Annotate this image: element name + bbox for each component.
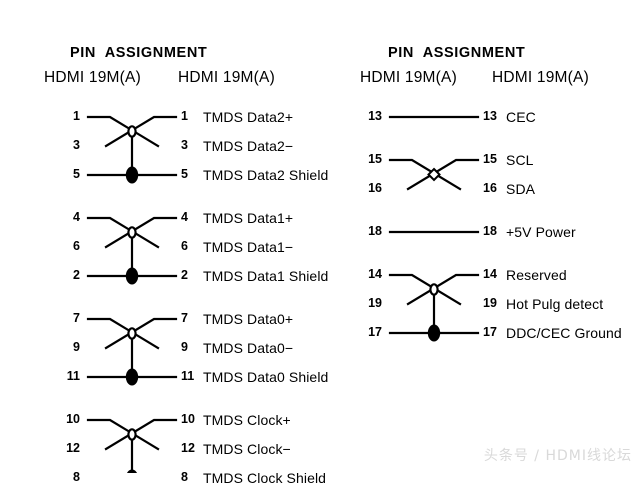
signal-label-tmds-data0-shield: TMDS Data0 Shield — [203, 369, 329, 385]
left-connector-label-source: HDMI 19M(A) — [44, 69, 141, 86]
pin-number-right-14: 14 — [483, 267, 497, 281]
pin-number-right-16: 16 — [483, 181, 497, 195]
pin-number-left-10: 10 — [66, 412, 80, 426]
watermark: 头条号 / HDMI线论坛 — [483, 448, 632, 464]
pin-number-left-16: 16 — [368, 181, 382, 195]
signal-label-ddc-cec-ground: DDC/CEC Ground — [506, 325, 622, 341]
pin-number-right-13: 13 — [483, 109, 497, 123]
signal-label-reserved: Reserved — [506, 267, 567, 283]
pin-number-left-6: 6 — [73, 239, 80, 253]
pin-number-right-5: 5 — [181, 167, 188, 181]
pin-number-left-7: 7 — [73, 311, 80, 325]
signal-label-tmds-data2-shield: TMDS Data2 Shield — [203, 167, 329, 183]
signal-label-sda: SDA — [506, 181, 536, 197]
signal-label-tmds-clock-shield: TMDS Clock Shield — [203, 470, 327, 486]
right-connector-label-source: HDMI 19M(A) — [360, 69, 457, 86]
pin-number-right-15: 15 — [483, 152, 497, 166]
pin-number-left-17: 17 — [368, 325, 382, 339]
pin-number-right-12: 12 — [181, 441, 195, 455]
signal-label-tmds-clock: TMDS Clock− — [203, 441, 291, 457]
right-section-title: PIN ASSIGNMENT — [388, 45, 526, 61]
signal-label-tmds-data2: TMDS Data2− — [203, 138, 294, 154]
pin-number-right-3: 3 — [181, 138, 188, 152]
pin-number-right-11: 11 — [181, 369, 195, 383]
left-connector-label-dest: HDMI 19M(A) — [178, 69, 275, 86]
pin-number-right-18: 18 — [483, 224, 497, 238]
pin-number-left-15: 15 — [368, 152, 382, 166]
signal-label-cec: CEC — [506, 109, 536, 125]
pin-number-right-19: 19 — [483, 296, 497, 310]
pin-number-right-9: 9 — [181, 340, 188, 354]
pin-number-left-11: 11 — [66, 369, 80, 383]
signal-label-tmds-data0: TMDS Data0− — [203, 340, 294, 356]
pin-number-right-4: 4 — [181, 210, 188, 224]
pin-number-right-1: 1 — [181, 109, 188, 123]
pin-number-left-14: 14 — [368, 267, 382, 281]
pin-number-right-17: 17 — [483, 325, 497, 339]
signal-label-hot-pulg-detect: Hot Pulg detect — [506, 296, 604, 312]
signal-label-tmds-data2: TMDS Data2+ — [203, 109, 294, 125]
hdmi-pin-assignment-diagram: PIN ASSIGNMENT HDMI 19M(A) HDMI 19M(A) P… — [44, 45, 632, 485]
pin-number-right-2: 2 — [181, 268, 188, 282]
pin-number-left-5: 5 — [73, 167, 80, 181]
pin-number-left-4: 4 — [73, 210, 80, 224]
signal-label-tmds-clock: TMDS Clock+ — [203, 412, 291, 428]
pin-number-left-19: 19 — [368, 296, 382, 310]
pin-number-left-13: 13 — [368, 109, 382, 123]
signal-label-scl: SCL — [506, 152, 534, 168]
pin-number-left-1: 1 — [73, 109, 80, 123]
signal-label-tmds-data1: TMDS Data1+ — [203, 210, 294, 226]
pin-number-left-3: 3 — [73, 138, 80, 152]
pin-number-left-18: 18 — [368, 224, 382, 238]
signal-label-tmds-data0: TMDS Data0+ — [203, 311, 294, 327]
pin-number-left-9: 9 — [73, 340, 80, 354]
pin-number-right-6: 6 — [181, 239, 188, 253]
pin-number-right-7: 7 — [181, 311, 188, 325]
pin-number-left-12: 12 — [66, 441, 80, 455]
pin-number-right-10: 10 — [181, 412, 195, 426]
right-connector-label-dest: HDMI 19M(A) — [492, 69, 589, 86]
signal-label-tmds-data1-shield: TMDS Data1 Shield — [203, 268, 329, 284]
signal-label-tmds-data1: TMDS Data1− — [203, 239, 294, 255]
left-section-title: PIN ASSIGNMENT — [70, 45, 208, 61]
signal-label-5v-power: +5V Power — [506, 224, 576, 240]
pin-number-left-2: 2 — [73, 268, 80, 282]
